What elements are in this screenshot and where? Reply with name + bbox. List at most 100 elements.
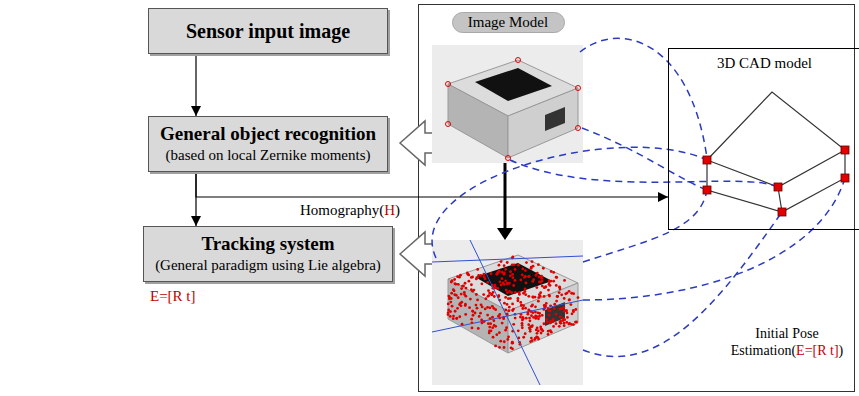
- tracked-point: [507, 309, 510, 312]
- tracked-point: [558, 291, 561, 294]
- tracked-point: [544, 304, 547, 307]
- tracked-point: [504, 268, 507, 271]
- tracked-point: [543, 295, 546, 298]
- node-title: Image Model: [467, 14, 550, 31]
- tracked-point: [451, 305, 454, 308]
- tracked-point: [530, 337, 533, 340]
- tracked-point: [499, 340, 502, 343]
- tracked-point: [453, 278, 456, 281]
- tracked-point: [511, 263, 514, 266]
- tracked-point: [539, 295, 542, 298]
- tracked-point: [525, 317, 528, 320]
- tracked-point: [476, 307, 479, 310]
- tracked-point: [555, 300, 558, 303]
- tracked-point: [553, 307, 556, 310]
- tracked-point: [518, 293, 521, 296]
- feature-point: [506, 156, 511, 161]
- tracked-point: [549, 329, 552, 332]
- tracked-point: [495, 333, 498, 336]
- correspondence: [583, 190, 707, 262]
- tracked-point: [498, 270, 501, 273]
- tracked-point: [503, 302, 506, 305]
- tracked-point: [484, 307, 487, 310]
- tracked-point: [447, 313, 450, 316]
- tracked-point: [568, 299, 571, 302]
- bold-arrow-head: [497, 228, 513, 240]
- tracked-point: [550, 280, 553, 283]
- tracked-point: [452, 315, 455, 318]
- tracked-point: [454, 282, 457, 285]
- tracked-point: [528, 317, 531, 320]
- box-face: [508, 88, 578, 158]
- tracked-point: [544, 305, 547, 308]
- tracked-point: [541, 280, 544, 283]
- tracked-point: [477, 327, 480, 330]
- edge-line: [432, 300, 583, 332]
- node-title: Tracking system: [201, 233, 334, 256]
- tracked-point: [476, 299, 479, 302]
- tracked-point: [521, 274, 524, 277]
- tracked-point: [465, 287, 468, 290]
- correspondence: [582, 128, 707, 190]
- tracked-point: [529, 319, 532, 322]
- tracked-point: [449, 301, 452, 304]
- tracked-point: [530, 267, 533, 270]
- tracked-point: [532, 296, 535, 299]
- tracked-point: [458, 303, 461, 306]
- tracked-point: [524, 307, 527, 310]
- tracked-point: [563, 279, 566, 282]
- box-screen: [475, 263, 552, 296]
- box-screen: [475, 68, 552, 101]
- tracked-point: [521, 307, 524, 310]
- tracked-point: [512, 284, 515, 287]
- tracked-point: [480, 303, 483, 306]
- tracked-point: [514, 268, 517, 271]
- tracked-point: [559, 308, 562, 311]
- tracked-point: [500, 284, 503, 287]
- cad-edge: [707, 92, 845, 212]
- tracked-point: [450, 292, 453, 295]
- tracked-point: [531, 303, 534, 306]
- tracked-point: [524, 332, 527, 335]
- tracked-point: [519, 301, 522, 304]
- tracked-point: [503, 340, 506, 343]
- process-box: Sensor input image: [148, 8, 388, 54]
- tracked-point: [522, 336, 525, 339]
- tracked-point: [555, 276, 558, 279]
- photo-ground: [432, 45, 583, 163]
- tracked-point: [505, 326, 508, 329]
- tracked-point: [470, 288, 473, 291]
- tracked-point: [511, 341, 514, 344]
- tracked-point: [503, 264, 506, 267]
- tracked-point: [508, 282, 511, 285]
- tracked-point: [449, 315, 452, 318]
- flow-arrow: [195, 54, 196, 116]
- tracked-point: [565, 309, 568, 312]
- text-part: E=[R t]: [796, 343, 839, 358]
- tracked-point: [534, 305, 537, 308]
- tracked-point: [534, 311, 537, 314]
- tracked-point: [486, 314, 489, 317]
- tracked-point: [507, 335, 510, 338]
- tracked-point: [475, 304, 478, 307]
- tracked-point: [537, 300, 540, 303]
- tracked-point: [577, 296, 580, 299]
- tracked-point: [511, 342, 514, 345]
- tracked-point: [475, 293, 478, 296]
- tracked-point: [517, 264, 520, 267]
- tracked-point: [506, 338, 509, 341]
- tracked-point: [556, 295, 559, 298]
- tracked-point: [525, 282, 528, 285]
- tracked-point: [464, 282, 467, 285]
- tracked-point: [488, 306, 491, 309]
- tracked-point: [494, 344, 497, 347]
- tracked-point: [548, 283, 551, 286]
- tracked-point: [553, 303, 556, 306]
- process-box: Tracking system(General paradigm using L…: [143, 226, 393, 282]
- tracked-point: [483, 273, 486, 276]
- tracked-point: [512, 308, 515, 311]
- tracked-point: [503, 273, 506, 276]
- tracked-point: [501, 277, 504, 280]
- tracked-point: [505, 289, 508, 292]
